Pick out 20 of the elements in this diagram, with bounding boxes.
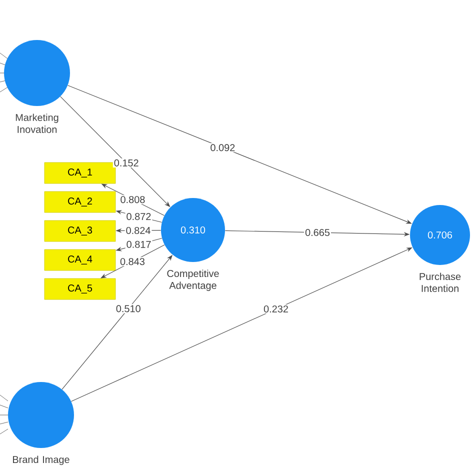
path-coefficient: 0.824 <box>126 226 150 234</box>
construct-label: Competitive Adventage <box>167 270 219 291</box>
construct-circle <box>8 382 74 448</box>
path-coefficient: 0.843 <box>120 258 144 266</box>
path-coefficient: 0.665 <box>305 229 330 236</box>
construct-circle <box>4 40 70 106</box>
construct-label: Purchase Intention <box>420 272 461 292</box>
indicator-box: CA_5 <box>44 278 116 300</box>
indicator-box: CA_2 <box>44 191 116 213</box>
path-coefficient: 0.152 <box>114 159 138 166</box>
path-coefficient: 0.510 <box>116 305 140 312</box>
path-coefficient: 0.817 <box>126 240 151 248</box>
construct-label: Marketing Inovation <box>16 114 58 133</box>
indicator-box: CA_3 <box>44 220 116 242</box>
path-coefficient: 0.872 <box>126 213 151 220</box>
path-coefficient: 0.232 <box>264 305 288 313</box>
path-coefficient: 0.092 <box>210 144 235 152</box>
indicator-box: CA_4 <box>44 249 116 271</box>
path-coefficient: 0.808 <box>120 196 145 204</box>
construct-label: Brand Image <box>13 456 70 465</box>
